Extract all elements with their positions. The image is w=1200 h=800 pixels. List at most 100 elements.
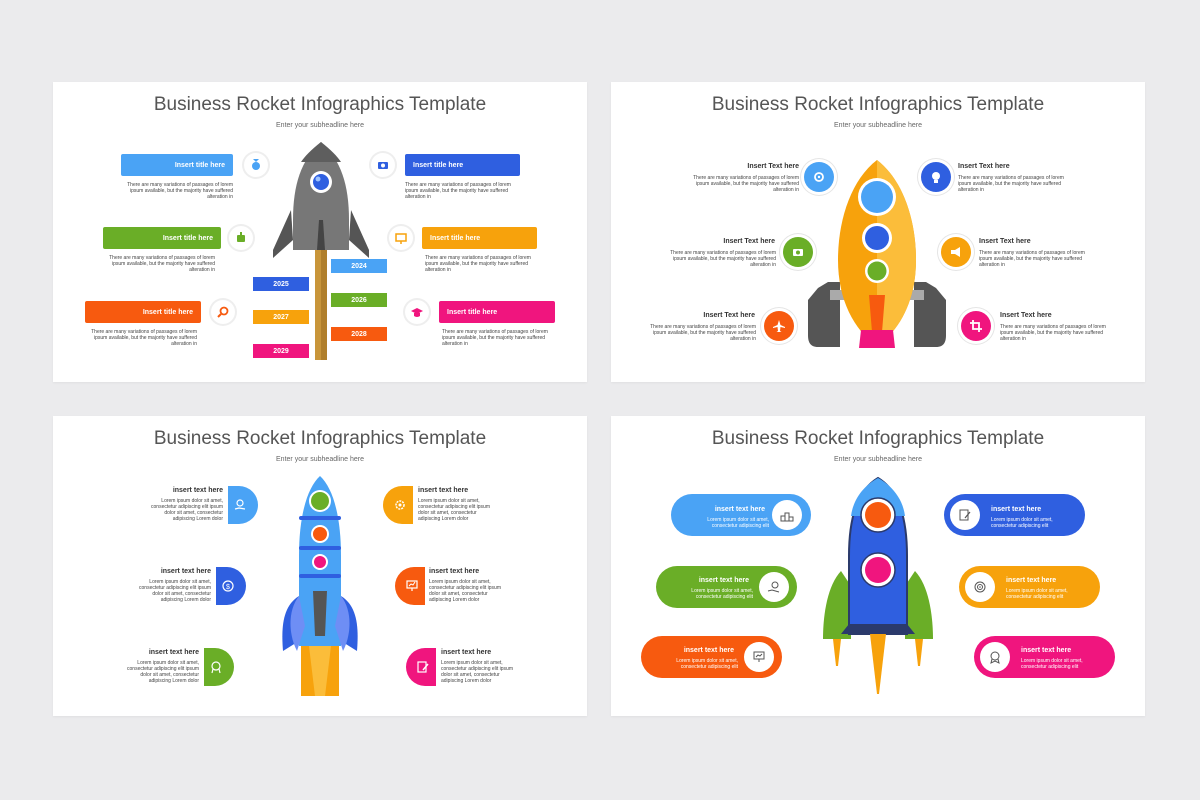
title-pill: Insert title here — [439, 301, 555, 323]
description: Lorem ipsum dolor sit amet, consectetur … — [127, 660, 199, 684]
gear-icon — [391, 496, 409, 514]
presentation-chart-icon — [744, 642, 774, 672]
description: There are many variations of passages of… — [650, 324, 756, 342]
slide-2-orange-rocket: Business Rocket Infographics Template En… — [611, 82, 1145, 382]
item-title: Insert Text here — [1000, 312, 1052, 319]
document-edit-icon — [950, 500, 980, 530]
item-title: insert text here — [160, 568, 211, 575]
description: There are many variations of passages of… — [425, 255, 531, 273]
description: There are many variations of passages of… — [958, 175, 1064, 193]
year-bar: 2025 — [253, 277, 309, 291]
rocket-illustration — [823, 476, 933, 694]
rocket-illustration — [273, 142, 369, 360]
slide-title: Business Rocket Infographics Template — [711, 428, 1045, 449]
hand-money-icon — [231, 496, 249, 514]
svg-text:$: $ — [226, 584, 230, 591]
description: There are many variations of passages of… — [405, 182, 511, 200]
podium-icon — [772, 500, 802, 530]
item-title: insert text here — [1006, 577, 1057, 584]
description: Lorem ipsum dolor sit amet, consectetur … — [691, 588, 753, 600]
description: There are many variations of passages of… — [442, 329, 548, 347]
item-title: insert text here — [991, 506, 1042, 513]
item-title: insert text here — [714, 506, 765, 513]
medal-icon — [244, 153, 268, 177]
description: There are many variations of passages of… — [693, 175, 799, 193]
description: Lorem ipsum dolor sit amet, consectetur … — [418, 498, 490, 522]
money-icon — [783, 237, 813, 267]
description: There are many variations of passages of… — [91, 329, 197, 347]
description: Lorem ipsum dolor sit amet, consectetur … — [991, 517, 1053, 529]
description: There are many variations of passages of… — [670, 250, 776, 268]
dollar-shield-icon: $ — [219, 577, 237, 595]
target-icon — [965, 572, 995, 602]
award-icon — [207, 658, 225, 676]
camera-icon — [371, 153, 395, 177]
year-bar: 2029 — [253, 344, 309, 358]
document-pen-icon — [414, 658, 432, 676]
item-title: insert text here — [1021, 647, 1072, 654]
megaphone-icon — [941, 237, 971, 267]
search-icon — [211, 300, 235, 324]
graduation-cap-icon — [405, 300, 429, 324]
slide-subtitle: Enter your subheadline here — [834, 456, 922, 463]
description: Lorem ipsum dolor sit amet, consectetur … — [151, 498, 223, 522]
title-pill: Insert title here — [422, 227, 537, 249]
item-title: insert text here — [429, 568, 480, 575]
description: Lorem ipsum dolor sit amet, consectetur … — [707, 517, 769, 529]
slide-3-blue-rocket: Business Rocket Infographics Template En… — [53, 416, 587, 716]
description: There are many variations of passages of… — [109, 255, 215, 273]
slide-subtitle: Enter your subheadline here — [834, 122, 922, 129]
presentation-icon — [389, 226, 413, 250]
description: Lorem ipsum dolor sit amet, consectetur … — [676, 658, 738, 670]
title-pill: Insert title here — [103, 227, 221, 249]
year-bar: 2028 — [331, 327, 387, 341]
item-title: insert text here — [172, 487, 223, 494]
title-pill: Insert title here — [85, 301, 201, 323]
item-title: insert text here — [683, 647, 734, 654]
description: There are many variations of passages of… — [979, 250, 1085, 268]
item-title: insert text here — [441, 649, 492, 656]
icon-halfcircle — [216, 567, 246, 605]
robot-icon — [229, 226, 253, 250]
icon-halfcircle — [204, 648, 234, 686]
item-title: Insert Text here — [703, 312, 755, 319]
slide-subtitle: Enter your subheadline here — [276, 456, 364, 463]
slide-title: Business Rocket Infographics Template — [711, 94, 1045, 115]
hand-coin-icon — [759, 572, 789, 602]
item-title: insert text here — [148, 649, 199, 656]
icon-halfcircle — [383, 486, 413, 524]
award-badge-icon — [980, 642, 1010, 672]
description: There are many variations of passages of… — [127, 182, 233, 200]
description: Lorem ipsum dolor sit amet, consectetur … — [1006, 588, 1068, 600]
item-title: insert text here — [418, 487, 469, 494]
slide-1-timeline-rocket: Business Rocket Infographics Template En… — [53, 82, 587, 382]
item-title: Insert Text here — [958, 163, 1010, 170]
year-bar: 2027 — [253, 310, 309, 324]
year-bar: 2026 — [331, 293, 387, 307]
rocket-illustration — [808, 160, 946, 348]
item-title: insert text here — [698, 577, 749, 584]
icon-halfcircle — [228, 486, 258, 524]
lightbulb-icon — [921, 162, 951, 192]
slide-title: Business Rocket Infographics Template — [153, 428, 487, 449]
description: Lorem ipsum dolor sit amet, consectetur … — [1021, 658, 1083, 670]
title-pill: Insert title here — [121, 154, 233, 176]
item-title: Insert Text here — [747, 163, 799, 170]
icon-halfcircle — [395, 567, 425, 605]
icon-halfcircle — [406, 648, 436, 686]
item-title: Insert Text here — [979, 238, 1031, 245]
description: Lorem ipsum dolor sit amet, consectetur … — [441, 660, 513, 684]
description: Lorem ipsum dolor sit amet, consectetur … — [139, 579, 211, 603]
year-bar: 2024 — [331, 259, 387, 273]
slide-4-pill-rocket: Business Rocket Infographics Template En… — [611, 416, 1145, 716]
slide-title: Business Rocket Infographics Template — [153, 94, 487, 115]
settings-icon — [804, 162, 834, 192]
item-title: Insert Text here — [723, 238, 775, 245]
presentation-icon — [403, 577, 421, 595]
crop-icon — [961, 311, 991, 341]
rocket-illustration — [282, 476, 358, 696]
slide-subtitle: Enter your subheadline here — [276, 122, 364, 129]
description: There are many variations of passages of… — [1000, 324, 1106, 342]
title-pill: Insert title here — [405, 154, 520, 176]
airplane-icon — [764, 311, 794, 341]
